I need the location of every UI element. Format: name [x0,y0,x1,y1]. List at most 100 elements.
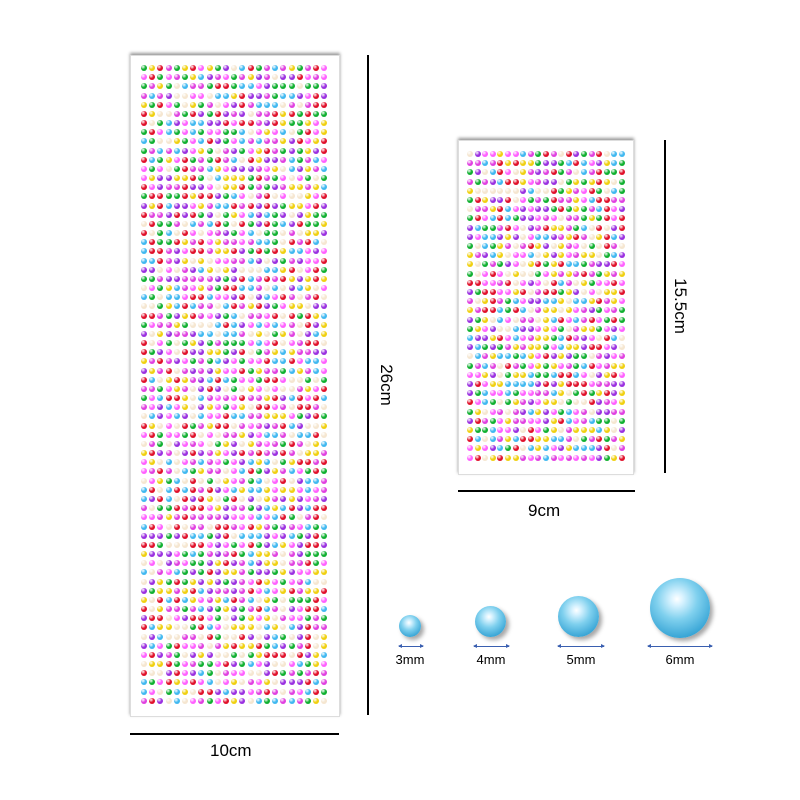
gem-dot [247,340,254,347]
gem-dot [255,486,262,493]
gem-dot [165,92,172,99]
gem-dot [190,578,197,585]
gem-dot [305,376,311,383]
gem-dot [588,344,595,351]
gem-dot [611,279,618,286]
gem-dot [239,514,246,521]
gem-dot [149,404,156,411]
gem-dot [264,175,270,182]
gem-dot [512,381,519,387]
gem-dot [141,184,147,191]
gem-dot [603,252,610,259]
gem-dot [512,197,519,203]
gem-dot [505,408,511,415]
gem-dot [321,661,328,668]
gem-dot [527,390,534,397]
gem-dot [313,505,320,512]
gem-dot [182,349,188,356]
gem-dot [603,325,610,332]
gem-dot [474,353,481,360]
gem-dot [305,275,311,282]
gem-dot [149,74,156,81]
gem-dot [223,349,229,356]
gem-dot [288,358,295,365]
gem-dot [611,233,618,240]
gem-dot [313,248,320,255]
gem-dot [173,560,180,567]
gem-dot [141,395,147,402]
gem-dot [305,413,311,420]
gem-dot [296,606,303,613]
gem-dot [141,468,147,475]
gem-dot [305,395,311,402]
gem-dot [321,624,328,631]
gem-dot [182,303,188,310]
gem-dot [505,307,511,314]
gem-dot [550,160,557,167]
gem-dot [565,187,572,194]
gem-dot [190,257,197,264]
gem-dot [573,215,580,222]
gem-dot [272,468,279,475]
gem-dot [255,495,262,502]
gem-dot [182,395,188,402]
gem-dot [239,532,246,539]
gem-dot [296,596,303,603]
gem-dot [198,65,205,71]
gem-dot [198,92,205,99]
gem-dot [165,202,172,209]
gem-dot [214,211,221,218]
gem-dot [157,440,164,447]
gem-dot [173,697,180,704]
gem-dot [497,178,504,185]
gem-dot [305,651,311,658]
gem-dot [264,596,270,603]
gem-dot [272,211,279,218]
gem-dot [247,385,254,392]
gem-dot [296,376,303,383]
gem-dot [305,175,311,182]
gem-dot [527,215,534,222]
gem-dot [173,202,180,209]
gem-dot [255,633,262,640]
gem-dot [543,298,549,305]
gem-dot [474,197,481,203]
gem-dot [231,156,238,163]
gem-dot [305,440,311,447]
gem-dot [182,413,188,420]
gem-dot [581,381,587,387]
gem-dot [588,206,595,213]
gem-dot [321,129,328,136]
gem-dot [182,477,188,484]
gem-dot [272,65,279,71]
gem-dot [231,230,238,237]
gem-dot [173,661,180,668]
gem-dot [619,233,625,240]
gem-dot [512,289,519,295]
gem-dot [288,514,295,521]
gem-dot [141,569,147,576]
gem-dot [296,697,303,704]
gem-dot [173,477,180,484]
gem-dot [581,215,587,222]
gem-dot [182,661,188,668]
gem-dot [157,514,164,521]
gem-dot [255,147,262,154]
gem-dot [223,578,229,585]
gem-dot [588,298,595,305]
gem-dot [558,270,565,277]
gem-dot [264,83,270,90]
gem-dot [141,303,147,310]
gem-dot [239,294,246,301]
gem-dot [474,427,481,433]
gem-dot [305,431,311,438]
gem-dot [558,187,565,194]
gem-dot [157,358,164,365]
size-label-3mm: 3mm [395,652,425,667]
gem-dot [198,321,205,328]
gem-dot [198,294,205,301]
gem-dot [313,376,320,383]
gem-dot [190,541,197,548]
gem-dot [482,408,489,415]
gem-dot [149,606,156,613]
